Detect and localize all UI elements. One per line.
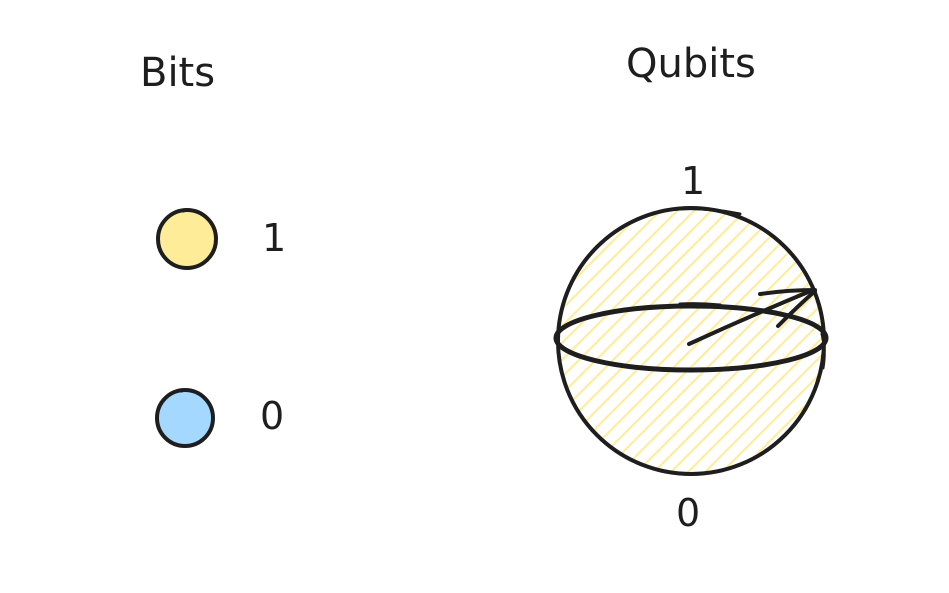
sphere-hatch-fill	[558, 208, 824, 474]
state-vector-arrow	[687, 288, 817, 346]
bit-one-circle	[156, 208, 218, 270]
qubits-title: Qubits	[626, 41, 756, 87]
qubit-bottom-label: 0	[676, 491, 700, 535]
bit-zero-label: 0	[260, 394, 284, 438]
bit-one-label: 1	[262, 216, 286, 260]
qubit-top-label: 1	[681, 159, 705, 203]
equator-ellipse	[553, 303, 829, 373]
bloch-sphere	[553, 206, 829, 476]
bits-title: Bits	[140, 50, 215, 96]
bit-zero-circle	[155, 388, 215, 448]
